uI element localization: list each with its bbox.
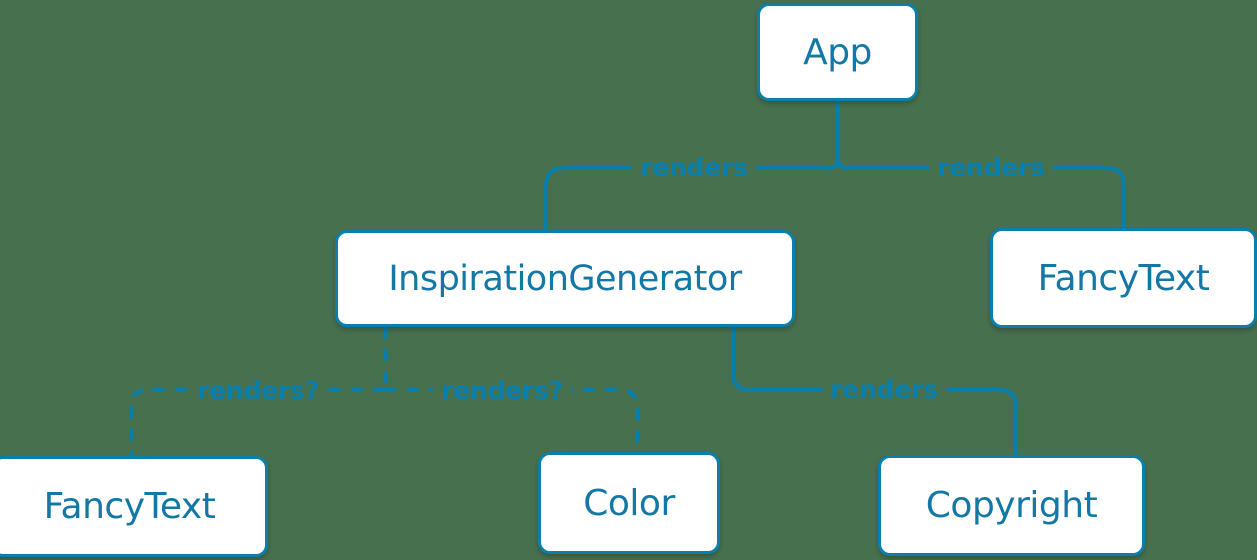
- node-fancytext-bottom-label: FancyText: [43, 486, 216, 527]
- edge-label-inspirationgenerator-to-fancytext-bottom: renders?: [188, 378, 328, 404]
- node-color-label: Color: [583, 482, 675, 524]
- edge-app-to-inspirationgenerator: [544, 166, 828, 230]
- edge-app-stem: [836, 101, 849, 170]
- edge-inspirationgenerator-to-color: [385, 388, 639, 452]
- edge-label-inspirationgenerator-to-copyright: renders: [822, 377, 946, 403]
- edge-app-stem-left: [827, 157, 840, 170]
- edge-label-app-to-fancytext-top: renders: [929, 155, 1053, 181]
- node-app[interactable]: App: [757, 3, 918, 101]
- node-fancytext-bottom[interactable]: FancyText: [0, 456, 268, 557]
- node-fancytext-top-label: FancyText: [1037, 257, 1210, 299]
- node-inspirationgenerator[interactable]: InspirationGenerator: [335, 230, 795, 327]
- node-fancytext-top[interactable]: FancyText: [990, 228, 1257, 328]
- edge-inspirationgenerator-to-fancytext-bottom: [129, 388, 385, 456]
- node-color[interactable]: Color: [538, 452, 720, 554]
- edge-label-app-to-inspirationgenerator: renders: [632, 155, 756, 181]
- node-app-label: App: [803, 31, 872, 73]
- node-inspirationgenerator-label: InspirationGenerator: [388, 258, 742, 299]
- node-copyright-label: Copyright: [925, 485, 1098, 526]
- edge-label-inspirationgenerator-to-color: renders?: [432, 378, 572, 404]
- node-copyright[interactable]: Copyright: [878, 455, 1145, 556]
- edge-app-to-fancytext-top: [848, 166, 1126, 228]
